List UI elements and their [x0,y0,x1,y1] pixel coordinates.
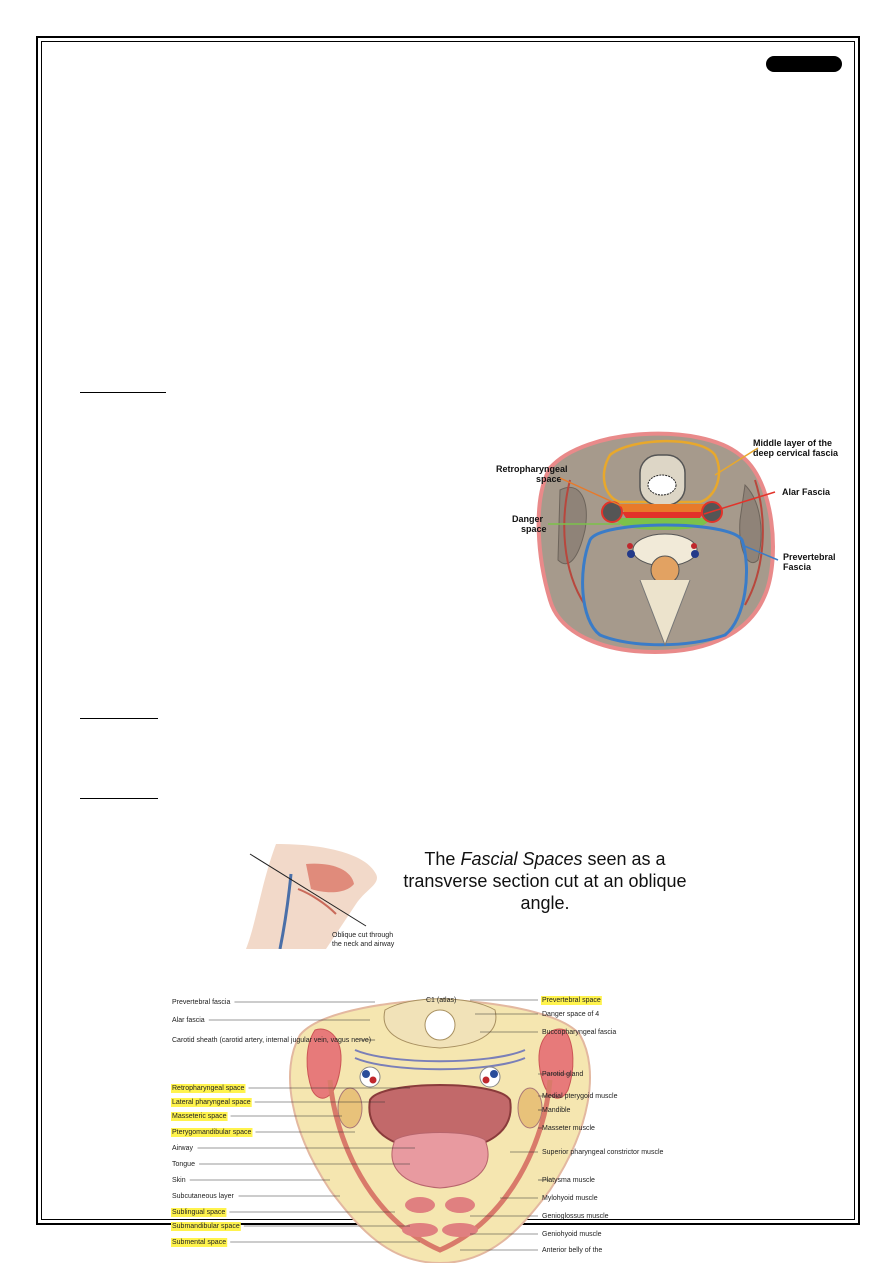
left-label-highlight-12 [171,1222,241,1231]
neck-cross-section-figure: Middle layer of the deep cervical fascia… [496,431,839,655]
left-label-3: Retropharyngeal space [172,1085,244,1092]
label-middle-layer-2: deep cervical fascia [753,448,839,458]
right-label-9: Mylohyoid muscle [542,1195,598,1202]
right-label-10: Genioglossus muscle [542,1213,609,1220]
page-tab-marker [766,56,842,72]
left-label-highlight-11 [171,1208,227,1217]
right-label-4: Medial pterygoid muscle [542,1093,618,1100]
inset-label-line-1: Oblique cut through [332,932,393,939]
right-label-5: Mandible [542,1107,571,1114]
left-label-10: Subcutaneous layer [172,1193,235,1200]
retropharyngeal-band [620,504,705,512]
right-label-1: Danger space of 4 [542,1011,599,1018]
right-label-11: Geniohyoid muscle [542,1231,602,1238]
heading-underline-2 [80,718,158,719]
label-retropharyngeal-1: Retropharyngeal [496,464,568,474]
right-label-highlight-0 [541,996,602,1005]
right-label-12: Anterior belly of the [542,1247,602,1254]
heading-underline-3 [80,798,158,799]
right-label-6: Masseter muscle [542,1125,595,1132]
left-label-0: Prevertebral fascia [172,999,230,1006]
right-label-8: Platysma muscle [542,1177,595,1184]
right-label-3: Parotid gland [542,1071,583,1078]
middle-layer-fascia-line [602,439,721,504]
label-retropharyngeal-2: space [536,474,562,484]
caption-post: seen as a transverse section cut at an o… [403,849,687,913]
right-label-2: Buccopharyngeal fascia [542,1029,616,1036]
figure-caption: The Fascial Spaces seen as a transverse … [400,848,690,914]
left-label-7: Airway [172,1145,194,1152]
left-label-4: Lateral pharyngeal space [172,1099,251,1106]
label-prevertebral-1: Prevertebral [783,552,836,562]
left-label-highlight-13 [171,1238,228,1247]
alar-fascia-band [622,512,704,518]
right-label-7: Superior pharyngeal constrictor muscle [542,1149,663,1156]
inset-label-line-2: the neck and airway [332,941,395,948]
label-middle-layer-1: Middle layer of the [753,438,832,448]
left-label-2: Carotid sheath (carotid artery, internal… [172,1037,371,1044]
left-label-5: Masseteric space [172,1113,227,1120]
left-label-highlight-5 [171,1112,228,1121]
right-label-0: Prevertebral space [542,997,601,1004]
left-label-6: Pterygomandibular space [172,1129,251,1136]
oblique-cut-inset-figure: Oblique cut through the neck and airway [246,844,395,949]
label-alar-fascia: Alar Fascia [782,487,831,497]
label-c1-atlas: C1 (atlas) [426,997,456,1004]
left-label-8: Tongue [172,1161,195,1168]
left-label-11: Sublingual space [172,1209,225,1216]
left-label-highlight-6 [171,1128,253,1137]
label-danger-2: space [521,524,547,534]
left-label-12: Submandibular space [172,1223,240,1230]
left-label-highlight-4 [171,1098,252,1107]
caption-emphasis: Fascial Spaces [460,849,583,869]
caption-pre: The [424,849,461,869]
left-label-9: Skin [172,1177,186,1184]
left-label-highlight-3 [171,1084,246,1093]
label-prevertebral-2: Fascia [783,562,812,572]
left-label-13: Submental space [172,1239,226,1246]
label-danger-1: Danger [512,514,544,524]
left-label-1: Alar fascia [172,1017,205,1024]
heading-underline-1 [80,392,166,393]
prevertebral-fascia-line [581,523,748,647]
